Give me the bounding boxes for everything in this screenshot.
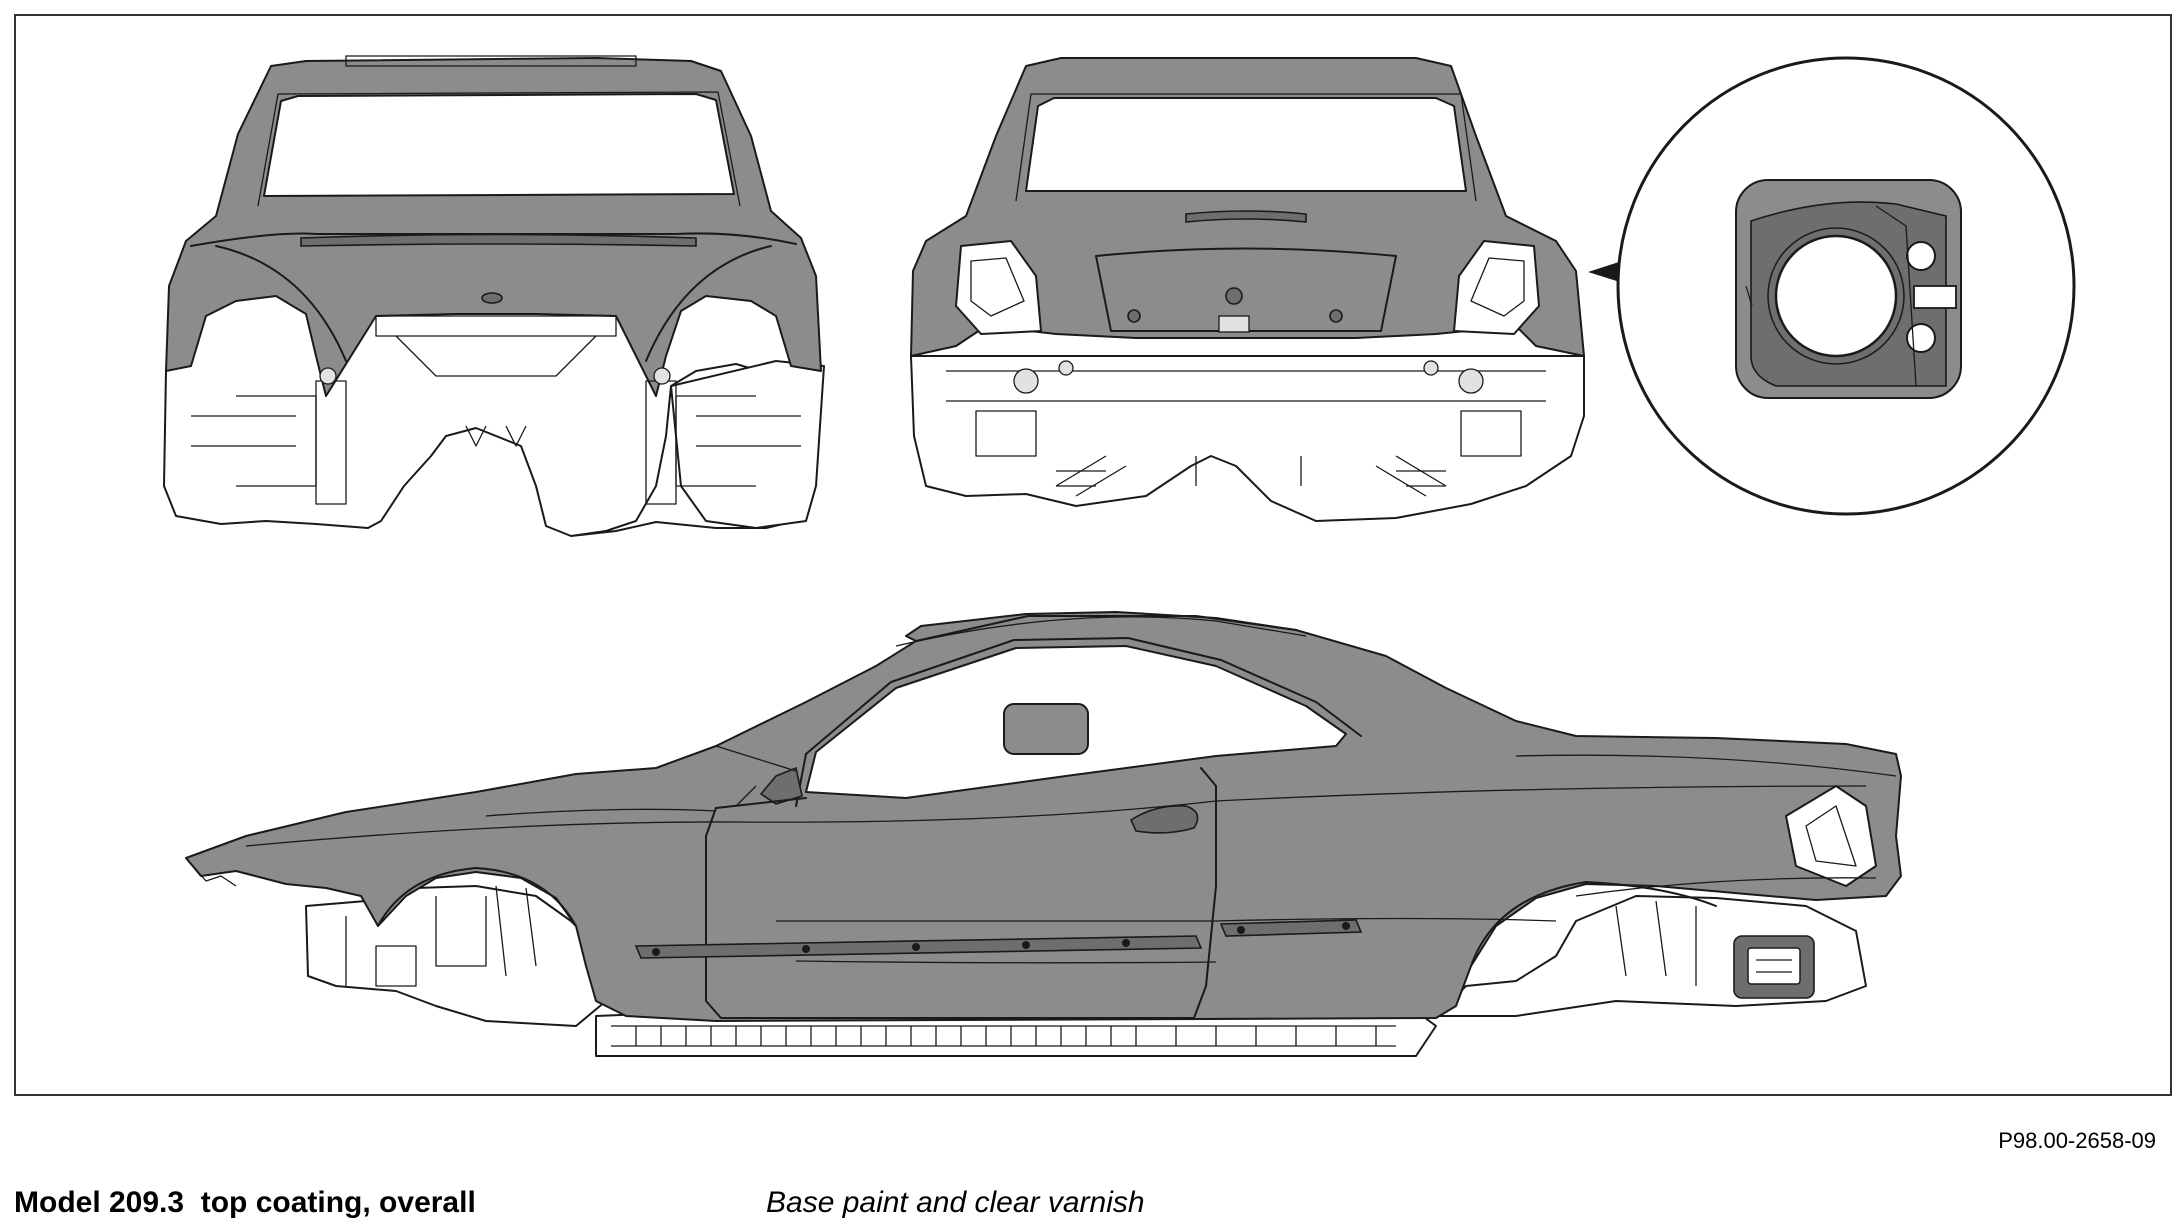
caption-description: Base paint and clear varnish [766, 1186, 1145, 1219]
front-view [163, 55, 825, 537]
rear-window [1025, 97, 1467, 192]
side-front-lower-structure [305, 885, 607, 1027]
figure-code: P98.00-2658-09 [1998, 1128, 2156, 1153]
fuel-flap-detail [1588, 56, 2076, 516]
side-tail-light [1785, 785, 1877, 887]
front-windshield [263, 93, 735, 197]
window-sticker [1003, 703, 1089, 755]
diagram-frame: .ol { fill: none; stroke: #1a1a1a; strok… [14, 14, 2172, 1096]
caption-title: Model 209.3 top coating, overall [14, 1186, 476, 1219]
front-lower-right-structure [670, 360, 825, 529]
rear-view [910, 57, 1585, 522]
car-body-diagram: .ol { fill: none; stroke: #1a1a1a; strok… [163, 55, 2076, 1057]
filler-neck [1774, 234, 1898, 358]
rear-lower-structure [910, 355, 1585, 522]
sill-ladder [611, 1025, 1396, 1047]
side-view [185, 611, 1902, 1057]
